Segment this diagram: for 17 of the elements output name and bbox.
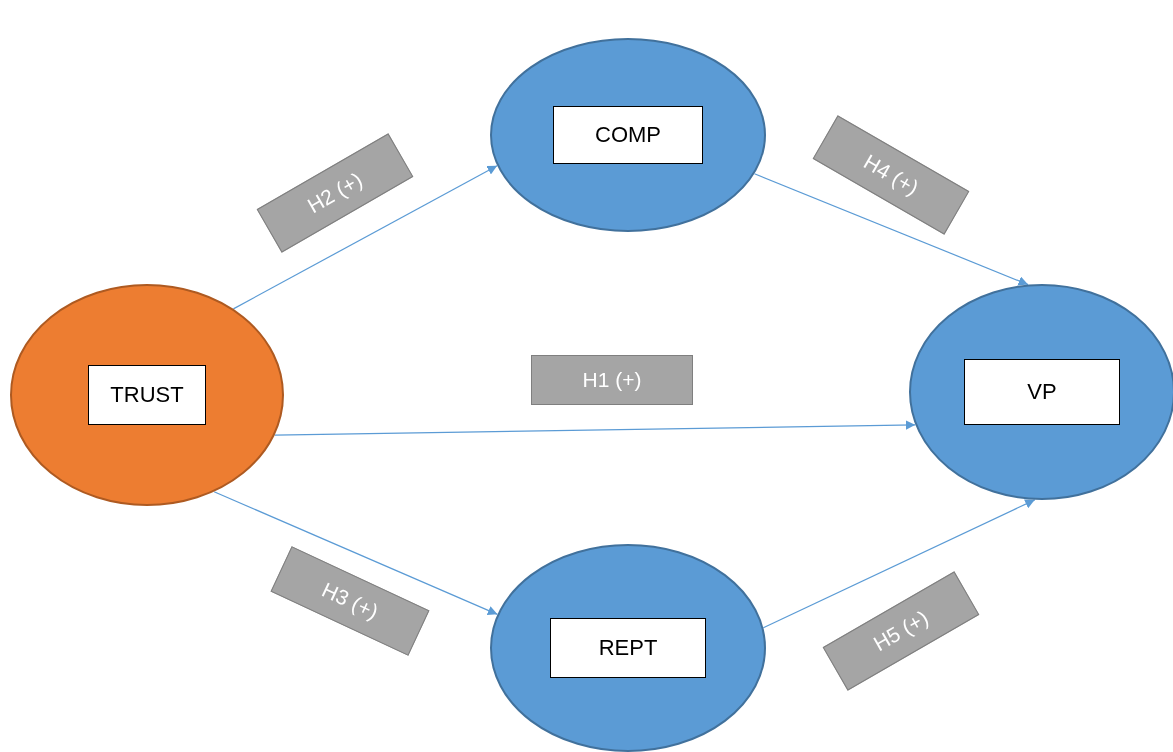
arrow — [762, 499, 1036, 629]
arrow — [232, 165, 498, 310]
ellipse-node — [10, 284, 284, 506]
ellipse-node — [490, 38, 766, 232]
node-label: TRUST — [88, 365, 206, 425]
node-label: VP — [964, 359, 1120, 425]
node-label: REPT — [550, 618, 706, 678]
edge-label: H3 (+) — [270, 546, 430, 656]
arrow — [213, 491, 499, 615]
arrow — [753, 173, 1029, 286]
edge-label: H5 (+) — [822, 571, 980, 691]
edge-label: H2 (+) — [256, 133, 414, 253]
edge-label: H1 (+) — [531, 355, 693, 405]
edge-label: H4 (+) — [812, 115, 970, 235]
ellipse-node — [490, 544, 766, 752]
node-label: COMP — [553, 106, 703, 164]
arrow — [274, 420, 916, 436]
